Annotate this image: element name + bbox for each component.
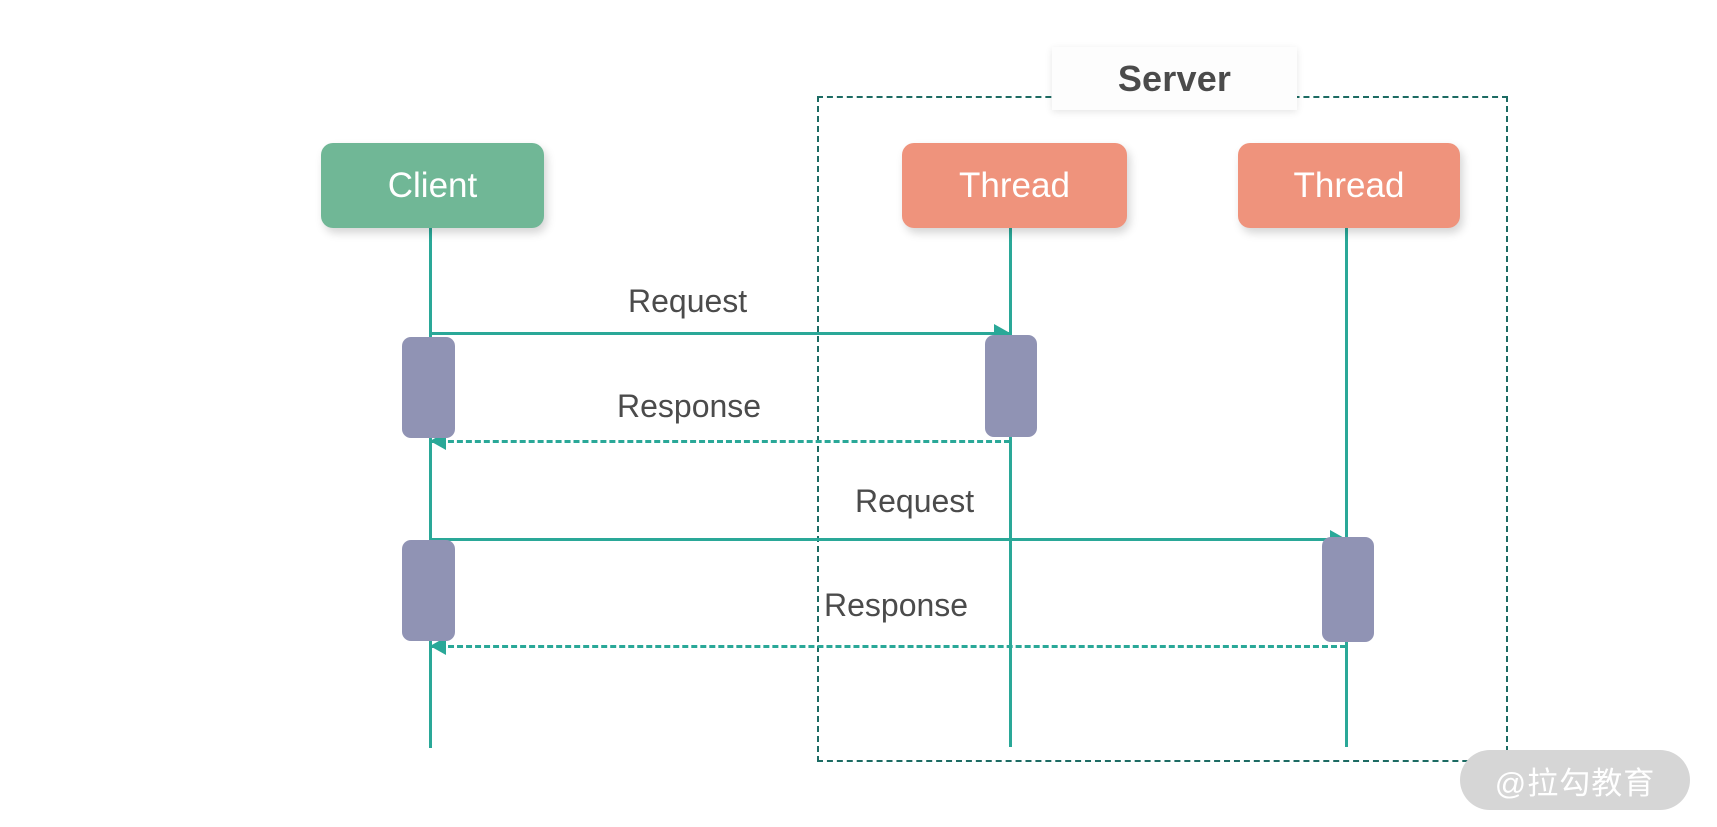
msg-response-1-label: Response — [617, 388, 762, 424]
activation-bar-thread2-1 — [1322, 537, 1374, 642]
server-group-label-text: Server — [1117, 57, 1232, 99]
lifeline-thread2 — [1345, 228, 1348, 747]
participant-thread-2-label: Thread — [1293, 165, 1405, 205]
activation-bar-client-2 — [402, 540, 455, 641]
msg-request-2-label: Request — [855, 483, 975, 519]
watermark-text: @拉勾教育 — [1494, 765, 1656, 801]
msg-response-2-label: Response — [824, 587, 969, 623]
lifeline-thread1 — [1009, 228, 1012, 747]
msg-response-1-line — [430, 440, 1010, 443]
msg-response-2-arrowhead-icon — [430, 637, 446, 655]
activation-bar-thread1-1 — [985, 335, 1037, 437]
participant-thread-1[interactable]: Thread — [902, 143, 1127, 228]
msg-response-2-line — [430, 645, 1346, 648]
activation-bar-client-1 — [402, 337, 455, 438]
lifeline-client — [429, 228, 432, 748]
msg-request-2-line — [430, 538, 1346, 541]
watermark: @拉勾教育 — [1460, 750, 1690, 810]
participant-thread-1-label: Thread — [959, 165, 1070, 205]
participant-thread-2[interactable]: Thread — [1238, 143, 1460, 228]
msg-request-1-line — [430, 332, 1010, 335]
participant-client-label: Client — [387, 165, 478, 205]
participant-client[interactable]: Client — [321, 143, 544, 228]
server-group-label: Server — [1052, 47, 1297, 110]
msg-request-1-label: Request — [628, 283, 748, 319]
